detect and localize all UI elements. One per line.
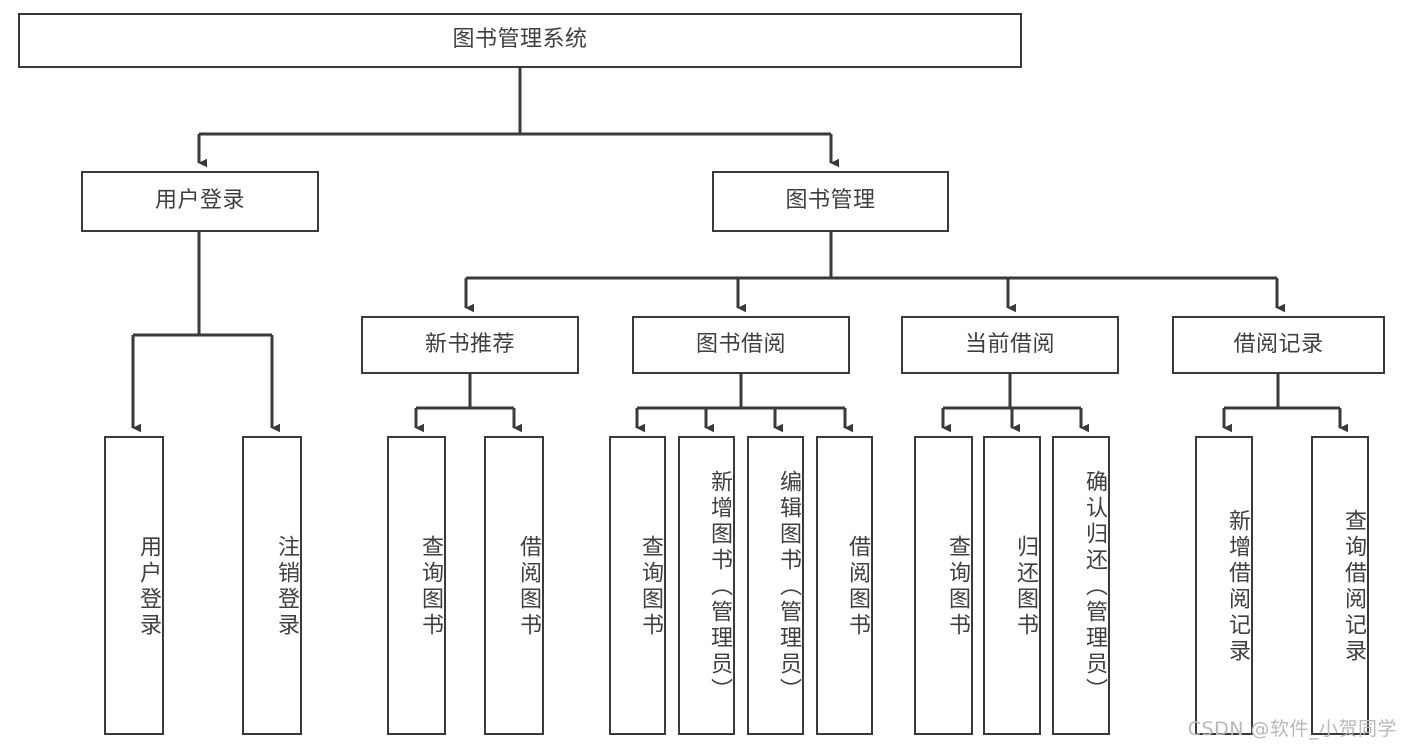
node-root[interactable]: 图书管理系统 (18, 13, 1022, 68)
leaf-return-book[interactable]: 归还图书 (983, 436, 1041, 735)
node-user-login[interactable]: 用户登录 (81, 171, 319, 232)
node-label: 确认归还（管理员） (1082, 469, 1107, 704)
node-borrow-record[interactable]: 借阅记录 (1172, 316, 1385, 374)
node-book-manage[interactable]: 图书管理 (712, 171, 949, 232)
csdn-watermark: CSDN @软件_小贺同学 (1187, 718, 1397, 740)
leaf-add-book[interactable]: 新增图书（管理员） (678, 436, 735, 735)
node-label: 查询图书 (945, 534, 970, 639)
node-label: 新增借阅记录 (1225, 508, 1250, 665)
node-label: 查询图书 (638, 534, 663, 639)
node-label: 注销登录 (274, 534, 299, 639)
node-label: 借阅图书 (845, 534, 870, 639)
leaf-borrow-book-rec[interactable]: 借阅图书 (484, 436, 544, 735)
leaf-add-record[interactable]: 新增借阅记录 (1195, 436, 1253, 735)
node-label: 新增图书（管理员） (707, 469, 732, 704)
node-label: 借阅图书 (516, 534, 541, 639)
node-new-book-rec[interactable]: 新书推荐 (361, 316, 579, 374)
leaf-logout[interactable]: 注销登录 (242, 436, 302, 735)
node-label: 用户登录 (154, 188, 245, 214)
node-label: 图书管理系统 (452, 27, 588, 53)
node-label: 查询图书 (418, 534, 443, 639)
leaf-query-book-rec[interactable]: 查询图书 (387, 436, 446, 735)
node-label: 当前借阅 (964, 331, 1055, 357)
node-label: 归还图书 (1013, 534, 1038, 639)
node-label: 编辑图书（管理员） (776, 469, 801, 704)
node-label: 新书推荐 (424, 331, 515, 357)
node-current-borrow[interactable]: 当前借阅 (901, 316, 1119, 374)
leaf-confirm-return[interactable]: 确认归还（管理员） (1052, 436, 1110, 735)
node-label: 用户登录 (136, 534, 161, 639)
node-label: 图书借阅 (695, 331, 786, 357)
node-label: 查询借阅记录 (1341, 508, 1366, 665)
leaf-user-login[interactable]: 用户登录 (104, 436, 164, 735)
leaf-query-book-current[interactable]: 查询图书 (914, 436, 973, 735)
node-label: 借阅记录 (1233, 331, 1324, 357)
leaf-query-book-borrow[interactable]: 查询图书 (609, 436, 666, 735)
leaf-query-record[interactable]: 查询借阅记录 (1311, 436, 1369, 735)
node-label: 图书管理 (785, 188, 876, 214)
leaf-edit-book[interactable]: 编辑图书（管理员） (747, 436, 804, 735)
node-book-borrow[interactable]: 图书借阅 (632, 316, 850, 374)
leaf-borrow-book[interactable]: 借阅图书 (816, 436, 873, 735)
